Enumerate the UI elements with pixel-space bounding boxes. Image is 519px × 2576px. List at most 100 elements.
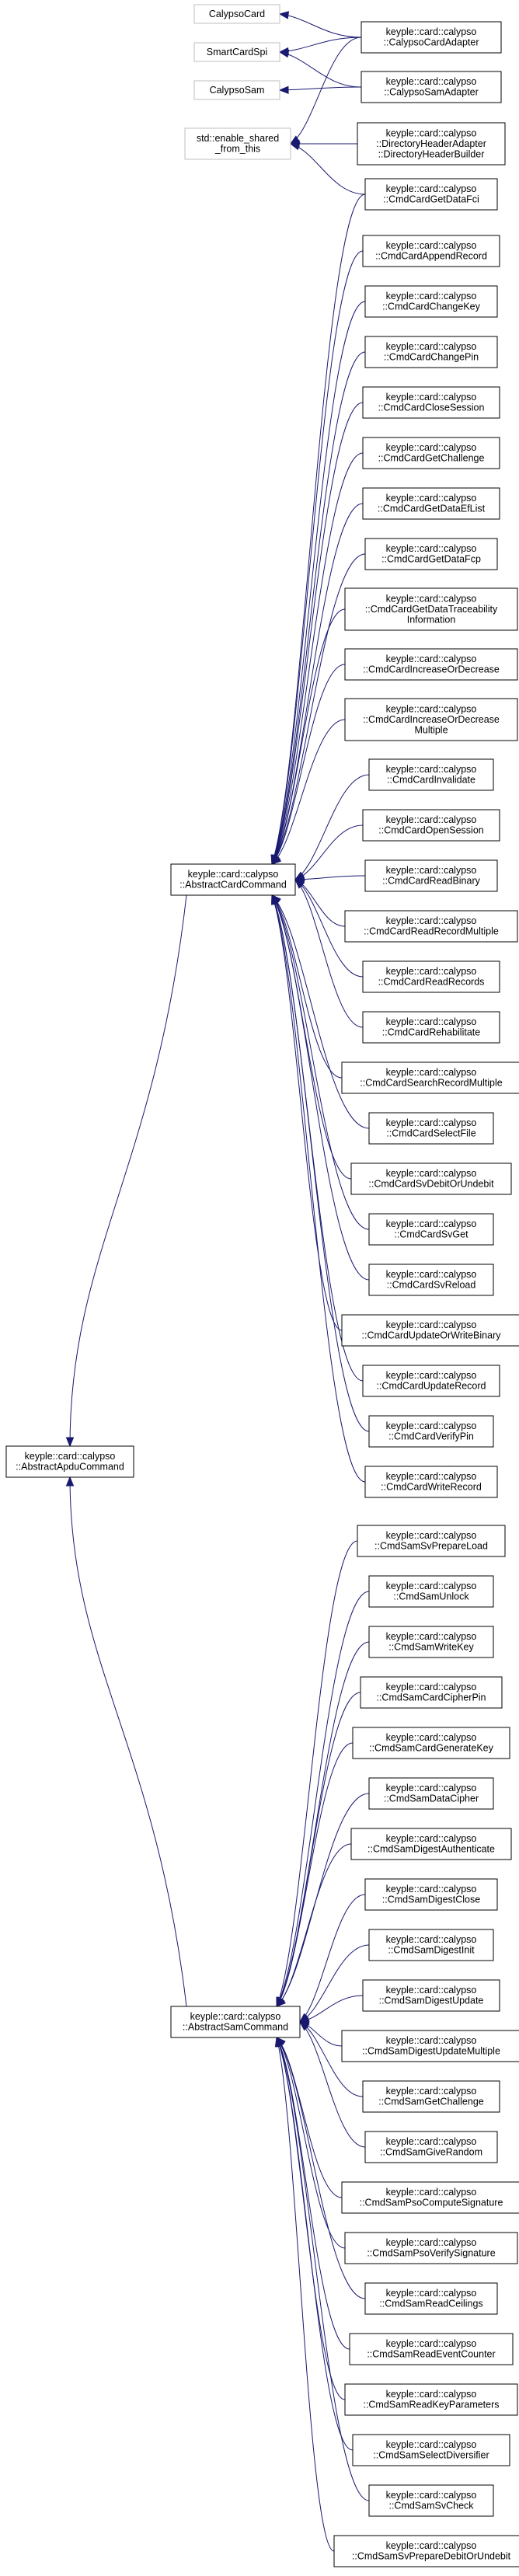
class-node-samdatacipher[interactable]: keyple::card::calypso::CmdSamDataCipher (368, 1777, 494, 1810)
class-node-readbinary[interactable]: keyple::card::calypso::CmdCardReadBinary (364, 859, 498, 892)
class-node-box (368, 1264, 494, 1296)
class-node-samdigestinit[interactable]: keyple::card::calypso::CmdSamDigestInit (368, 1929, 494, 1961)
class-node-label: ::CmdCardInvalidate (387, 775, 475, 786)
class-node-samdigestupdatemulti[interactable]: keyple::card::calypso::CmdSamDigestUpdat… (341, 2030, 519, 2062)
class-node-box (368, 758, 494, 791)
class-node-changepin[interactable]: keyple::card::calypso::CmdCardChangePin (364, 336, 498, 368)
class-node-box (362, 487, 500, 520)
class-node-updaterecord[interactable]: keyple::card::calypso::CmdCardUpdateReco… (362, 1365, 500, 1397)
class-node-samcardcipherpin[interactable]: keyple::card::calypso::CmdSamCardCipherP… (360, 1676, 503, 1709)
class-node-box (333, 2535, 519, 2567)
class-node-sampsocompute[interactable]: keyple::card::calypso::CmdSamPsoComputeS… (341, 2181, 519, 2214)
class-node-smartcardspi[interactable]: SmartCardSpi (193, 42, 280, 62)
class-node-samreadceilings[interactable]: keyple::card::calypso::CmdSamReadCeiling… (364, 2282, 498, 2315)
class-node-samwritekey[interactable]: keyple::card::calypso::CmdSamWriteKey (368, 1626, 494, 1658)
class-node-samsvprepareload[interactable]: keyple::card::calypso::CmdSamSvPrepareLo… (357, 1525, 506, 1557)
class-node-getdatafci[interactable]: keyple::card::calypso::CmdCardGetDataFci (364, 178, 498, 211)
class-node-label: ::CmdSamDataCipher (384, 1793, 479, 1804)
class-node-box (170, 863, 296, 896)
class-node-label: ::CmdCardGetChallenge (378, 453, 485, 464)
class-node-samdigestupdate[interactable]: keyple::card::calypso::CmdSamDigestUpdat… (362, 1979, 500, 2012)
class-node-writerecord[interactable]: keyple::card::calypso::CmdCardWriteRecor… (364, 1466, 498, 1498)
class-node-svget[interactable]: keyple::card::calypso::CmdCardSvGet (368, 1213, 494, 1246)
class-node-label: keyple::card::calypso (386, 1732, 477, 1743)
inheritance-edge (279, 86, 362, 91)
class-node-label: ::CmdCardChangePin (384, 352, 479, 363)
class-node-appendrecord[interactable]: keyple::card::calypso::CmdCardAppendReco… (362, 235, 500, 267)
class-node-samgetchallenge[interactable]: keyple::card::calypso::CmdSamGetChalleng… (362, 2080, 500, 2113)
class-node-label: ::CmdSamDigestClose (382, 1895, 480, 1905)
inheritance-edge (276, 1641, 370, 2007)
class-node-closesession[interactable]: keyple::card::calypso::CmdCardCloseSessi… (362, 386, 500, 419)
class-node-samdigestauth[interactable]: keyple::card::calypso::CmdSamDigestAuthe… (350, 1828, 512, 1860)
class-node-sampsoverify[interactable]: keyple::card::calypso::CmdSamPsoVerifySi… (344, 2232, 518, 2264)
class-node-box (350, 1828, 512, 1860)
class-node-samdigestclose[interactable]: keyple::card::calypso::CmdSamDigestClose (364, 1878, 498, 1911)
class-node-label: ::CmdCardSvDebitOrUndebit (368, 1179, 494, 1190)
class-node-incordec[interactable]: keyple::card::calypso::CmdCardIncreaseOr… (344, 648, 518, 681)
inheritance-arrowhead (298, 2021, 310, 2031)
class-node-label: ::CmdSamSvPrepareLoad (374, 1541, 488, 1552)
class-node-enable_shared[interactable]: std::enable_shared_from_this (184, 127, 291, 160)
class-node-getdataeflist[interactable]: keyple::card::calypso::CmdCardGetDataEfL… (362, 487, 500, 520)
class-node-label: keyple::card::calypso (386, 1783, 477, 1793)
class-node-box (362, 1365, 500, 1397)
class-node-box (357, 122, 506, 166)
inheritance-edge (290, 37, 362, 145)
class-node-incordecmulti[interactable]: keyple::card::calypso::CmdCardIncreaseOr… (344, 698, 518, 741)
class-node-getchallenge[interactable]: keyple::card::calypso::CmdCardGetChallen… (362, 437, 500, 469)
class-node-box (364, 336, 498, 368)
class-node-box (344, 2383, 518, 2416)
class-node-selectfile[interactable]: keyple::card::calypso::CmdCardSelectFile (368, 1112, 494, 1145)
class-node-box (368, 1777, 494, 1810)
class-node-readrecords[interactable]: keyple::card::calypso::CmdCardReadRecord… (362, 960, 500, 993)
class-node-updateorwrite[interactable]: keyple::card::calypso::CmdCardUpdateOrWr… (341, 1314, 519, 1347)
class-node-abstractapdu[interactable]: keyple::card::calypso::AbstractApduComma… (5, 1445, 134, 1478)
nodes-layer: CalypsoCardSmartCardSpiCalypsoSamstd::en… (5, 4, 519, 2567)
class-node-label: keyple::card::calypso (386, 2187, 477, 2198)
class-node-label: keyple::card::calypso (386, 1884, 477, 1895)
class-node-svreload[interactable]: keyple::card::calypso::CmdCardSvReload (368, 1264, 494, 1296)
class-node-samunlock[interactable]: keyple::card::calypso::CmdSamUnlock (368, 1575, 494, 1608)
class-node-calypsosam[interactable]: CalypsoSam (193, 80, 280, 100)
class-node-samsvpreparedebit[interactable]: keyple::card::calypso::CmdSamSvPrepareDe… (333, 2535, 519, 2567)
class-node-svdebit[interactable]: keyple::card::calypso::CmdCardSvDebitOrU… (350, 1163, 512, 1195)
class-node-samsvcheck[interactable]: keyple::card::calypso::CmdSamSvCheck (368, 2484, 494, 2517)
class-node-calypsocard[interactable]: CalypsoCard (193, 4, 280, 24)
class-node-abstractsam[interactable]: keyple::card::calypso::AbstractSamComman… (170, 2006, 301, 2038)
class-node-getdatatrace[interactable]: keyple::card::calypso::CmdCardGetDataTra… (344, 587, 518, 631)
class-node-invalidate[interactable]: keyple::card::calypso::CmdCardInvalidate (368, 758, 494, 791)
inheritance-edge (276, 2037, 335, 2552)
class-node-label: keyple::card::calypso (386, 442, 477, 453)
class-node-label: keyple::card::calypso (386, 865, 477, 876)
inheritance-edge (279, 37, 362, 53)
class-node-searchrecord[interactable]: keyple::card::calypso::CmdCardSearchReco… (341, 1061, 519, 1094)
class-node-calypsocardadapter[interactable]: keyple::card::calypso::CalypsoCardAdapte… (361, 21, 502, 54)
class-node-label: ::CmdSamWriteKey (388, 1642, 474, 1653)
class-node-label: keyple::card::calypso (386, 2490, 477, 2501)
class-node-label: keyple::card::calypso (386, 1168, 477, 1179)
class-node-calypsosamadapter[interactable]: keyple::card::calypso::CalypsoSamAdapter (361, 71, 502, 103)
class-node-label: ::CmdSamUnlock (393, 1591, 469, 1602)
class-node-rehabilitate[interactable]: keyple::card::calypso::CmdCardRehabilita… (362, 1011, 500, 1044)
class-node-box (344, 648, 518, 681)
class-node-opensession[interactable]: keyple::card::calypso::CmdCardOpenSessio… (362, 809, 500, 842)
class-node-samselectdiv[interactable]: keyple::card::calypso::CmdSamSelectDiver… (352, 2434, 510, 2466)
inheritance-edge (279, 51, 362, 88)
class-node-samreadkeyparams[interactable]: keyple::card::calypso::CmdSamReadKeyPara… (344, 2383, 518, 2416)
class-node-samcardgenkey[interactable]: keyple::card::calypso::CmdSamCardGenerat… (352, 1727, 510, 1759)
inheritance-edge (271, 553, 366, 865)
class-node-box (361, 21, 502, 54)
class-node-label: ::CmdSamSvPrepareDebitOrUndebit (352, 2551, 511, 2562)
class-node-label: ::CmdCardOpenSession (378, 825, 484, 836)
class-node-samgiverandom[interactable]: keyple::card::calypso::CmdSamGiveRandom (364, 2131, 498, 2163)
class-node-readrecordmulti[interactable]: keyple::card::calypso::CmdCardReadRecord… (344, 910, 518, 943)
class-node-directoryheader[interactable]: keyple::card::calypso::DirectoryHeaderAd… (357, 122, 506, 166)
class-node-samreadeventcounter[interactable]: keyple::card::calypso::CmdSamReadEventCo… (349, 2333, 514, 2365)
class-node-abstractcard[interactable]: keyple::card::calypso::AbstractCardComma… (170, 863, 296, 896)
class-node-verifypin[interactable]: keyple::card::calypso::CmdCardVerifyPin (368, 1415, 494, 1448)
class-node-getdatafcp[interactable]: keyple::card::calypso::CmdCardGetDataFcp (364, 538, 498, 570)
class-node-box (341, 1061, 519, 1094)
inheritance-edge (271, 894, 370, 1281)
class-node-changekey[interactable]: keyple::card::calypso::CmdCardChangeKey (364, 285, 498, 318)
